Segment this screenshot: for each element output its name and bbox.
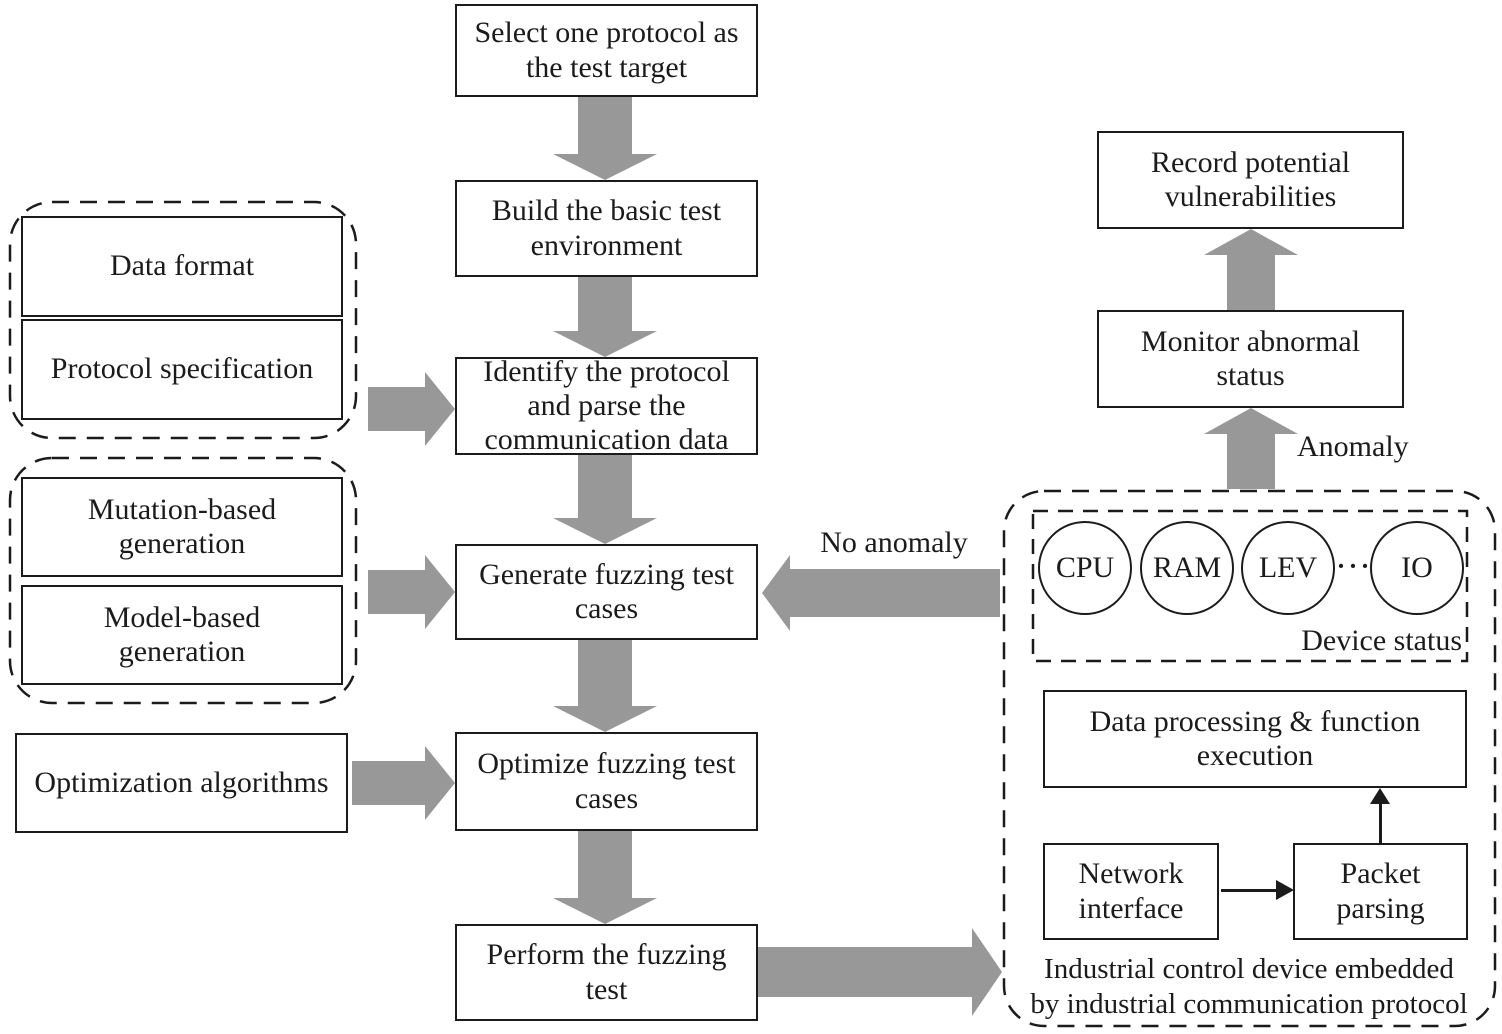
step-record-vulnerabilities-label: Record potential vulnerabilities [1150, 145, 1351, 213]
arrow-shaft [578, 831, 632, 898]
status-circle-cpu-label: CPU [1055, 551, 1115, 584]
device-data-processing-label: Data processing & function execution [1089, 704, 1421, 772]
arrow-right-head [425, 555, 455, 629]
arrow-select-to-build [553, 97, 657, 180]
arrow-generate-to-optimize [553, 640, 657, 732]
status-circle-ram-label: RAM [1152, 551, 1222, 584]
device-packet-parsing: Packet parsing [1293, 843, 1468, 940]
industrial-device-caption: Industrial control device embedded by in… [1008, 952, 1490, 1022]
input-optimization-algorithms: Optimization algorithms [15, 733, 348, 833]
arrow-device-to-generate [762, 555, 1000, 631]
arrow-shaft [578, 97, 632, 154]
step-generate-cases-label: Generate fuzzing test cases [479, 557, 734, 625]
input-mutation-based-label: Mutation-based generation [87, 492, 277, 560]
arrow-shaft [578, 455, 632, 518]
status-ellipsis: ··· [1335, 546, 1371, 586]
step-record-vulnerabilities: Record potential vulnerabilities [1097, 131, 1404, 229]
step-build-environment: Build the basic test environment [455, 180, 758, 277]
input-model-based-label: Model-based generation [103, 600, 261, 668]
arrow-build-to-identify [553, 277, 657, 357]
thin-arrow-right-line [1221, 889, 1279, 892]
arrow-shaft [368, 387, 425, 431]
status-circle-ram: RAM [1140, 521, 1234, 615]
arrow-down-head [553, 331, 657, 357]
device-data-processing: Data processing & function execution [1043, 690, 1467, 788]
arrow-up-head [1204, 229, 1298, 255]
arrow-down-head [553, 706, 657, 732]
arrow-shaft [368, 570, 425, 614]
arrow-monitor-to-record [1199, 229, 1303, 310]
arrow-right-head [425, 746, 455, 820]
step-monitor-status: Monitor abnormal status [1097, 310, 1404, 408]
thin-arrow-right-head [1276, 880, 1294, 900]
arrow-up-head [1204, 408, 1298, 434]
input-data-format-label: Data format [109, 249, 255, 283]
arrow-shaft [352, 761, 425, 805]
arrow-shaft [1227, 434, 1275, 489]
arrow-shaft [1227, 255, 1275, 310]
generation-methods-group-border [8, 456, 358, 705]
step-generate-cases: Generate fuzzing test cases [455, 544, 758, 640]
device-status-label: Device status [1301, 624, 1462, 657]
industrial-device-caption-line1: Industrial control device embedded [1044, 953, 1454, 985]
thin-arrow-up-line [1379, 801, 1382, 844]
step-monitor-status-label: Monitor abnormal status [1140, 324, 1361, 392]
step-select-protocol-label: Select one protocol as the test target [474, 16, 739, 84]
device-network-interface-label: Network interface [1078, 857, 1184, 925]
arrow-down-head [553, 154, 657, 180]
protocol-knowledge-group-border [8, 200, 358, 440]
input-model-based: Model-based generation [21, 585, 343, 685]
arrow-right-head [425, 372, 455, 446]
step-identify-parse-label: Identify the protocol and parse the comm… [483, 354, 730, 457]
step-optimize-cases-label: Optimize fuzzing test cases [477, 747, 736, 815]
thin-arrow-up-head [1370, 788, 1390, 804]
arrow-shaft [578, 277, 632, 331]
device-network-interface: Network interface [1043, 843, 1219, 940]
status-circle-lev-label: LEV [1258, 551, 1318, 584]
industrial-device-group-border [1002, 489, 1497, 1028]
arrow-right-head [972, 928, 1002, 1016]
input-protocol-specification: Protocol specification [21, 319, 343, 420]
step-identify-parse: Identify the protocol and parse the comm… [455, 354, 758, 457]
arrow-anomaly-to-monitor [1199, 408, 1303, 489]
status-circle-io-label: IO [1401, 551, 1433, 584]
arrow-identify-to-generate [553, 455, 657, 544]
step-build-environment-label: Build the basic test environment [491, 194, 722, 262]
arrow-down-head [553, 898, 657, 924]
input-protocol-specification-label: Protocol specification [50, 352, 314, 386]
status-circle-cpu: CPU [1038, 521, 1132, 615]
step-perform-test-label: Perform the fuzzing test [486, 938, 727, 1006]
arrow-knowledge-to-identify [368, 372, 455, 446]
device-status-group-border [1031, 509, 1469, 663]
step-select-protocol: Select one protocol as the test target [455, 4, 758, 97]
arrow-shaft [758, 947, 972, 997]
industrial-device-caption-line2: by industrial communication protocol [1030, 987, 1468, 1020]
arrow-down-head [553, 518, 657, 544]
arrow-perform-to-device [758, 928, 1002, 1016]
no-anomaly-label: No anomaly [820, 526, 968, 559]
arrow-left-head [762, 555, 790, 631]
input-data-format: Data format [21, 216, 343, 317]
anomaly-label: Anomaly [1297, 430, 1409, 463]
step-perform-test: Perform the fuzzing test [455, 924, 758, 1021]
arrow-generation-to-generate [368, 555, 455, 629]
input-optimization-algorithms-label: Optimization algorithms [34, 765, 329, 799]
device-packet-parsing-label: Packet parsing [1336, 857, 1425, 925]
input-mutation-based: Mutation-based generation [21, 477, 343, 577]
status-circle-io: IO [1370, 521, 1464, 615]
step-optimize-cases: Optimize fuzzing test cases [455, 732, 758, 831]
arrow-optimize-to-perform [553, 831, 657, 924]
status-circle-lev: LEV [1241, 521, 1335, 615]
arrow-shaft [790, 569, 1000, 617]
arrow-shaft [578, 640, 632, 706]
arrow-optimization-to-optimize [352, 746, 455, 820]
